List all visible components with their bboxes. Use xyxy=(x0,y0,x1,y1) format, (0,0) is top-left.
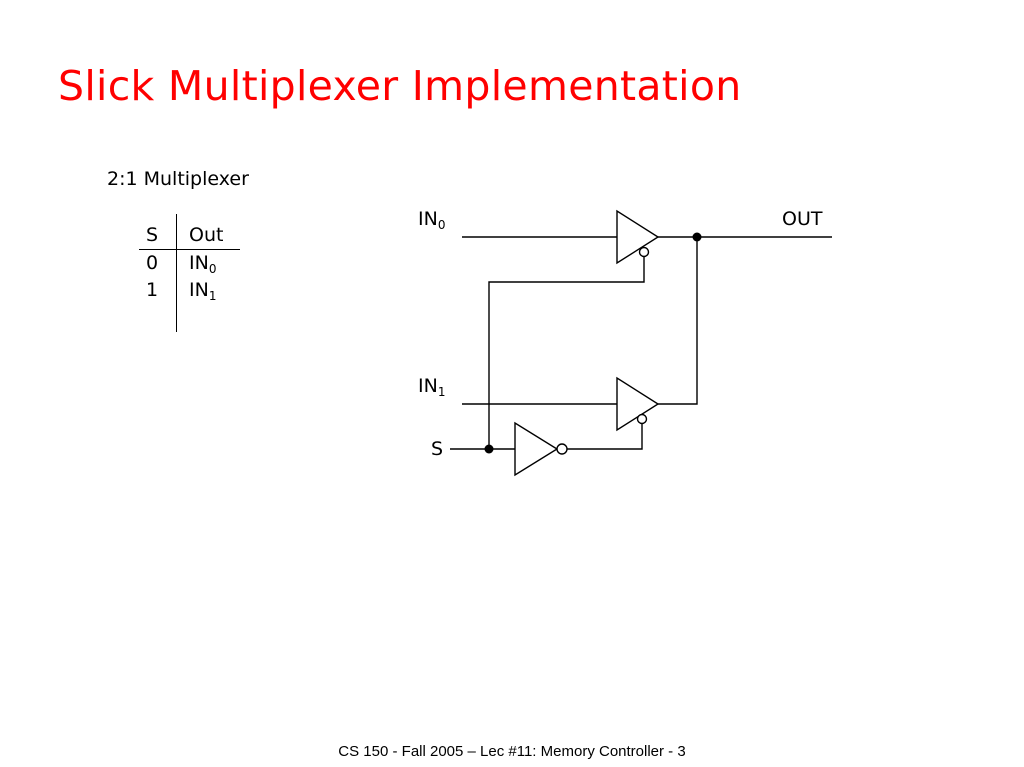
truth-table-row-1-s: 1 xyxy=(146,279,159,301)
in1-label: IN1 xyxy=(418,375,445,399)
truth-table-row-1-out-text: IN xyxy=(189,279,209,301)
tristate-buffer-0-enable-bubble xyxy=(638,246,650,258)
truth-table-header-out: Out xyxy=(189,224,224,246)
slide-footer: CS 150 - Fall 2005 – Lec #11: Memory Con… xyxy=(338,743,686,760)
in1-label-subscript: 1 xyxy=(437,385,446,399)
truth-table-header-divider xyxy=(139,249,240,250)
select-wire-to-buffer-0 xyxy=(488,256,645,449)
inverter-output-bubble xyxy=(556,443,568,455)
truth-table-column-divider xyxy=(176,214,177,332)
tristate-buffer-0 xyxy=(616,209,660,265)
out-label: OUT xyxy=(782,208,823,230)
table-heading: 2:1 Multiplexer xyxy=(107,168,249,190)
truth-table-row-0-out-subscript: 0 xyxy=(208,262,217,276)
truth-table-row-0-s: 0 xyxy=(146,252,159,274)
output-junction-dot xyxy=(692,232,702,242)
truth-table-row-1-out: IN1 xyxy=(189,279,216,303)
truth-table-row-1-out-subscript: 1 xyxy=(208,289,217,303)
in0-label-subscript: 0 xyxy=(437,218,446,232)
buffer-1-output-wire xyxy=(658,237,698,405)
in0-label: IN0 xyxy=(418,208,445,232)
truth-table-row-0-out-text: IN xyxy=(189,252,209,274)
truth-table-header-s: S xyxy=(146,224,159,246)
in0-label-text: IN xyxy=(418,208,438,230)
tristate-buffer-1 xyxy=(616,376,660,432)
inverter xyxy=(514,421,559,477)
select-junction-dot xyxy=(484,444,494,454)
tristate-buffer-1-enable-bubble xyxy=(636,413,648,425)
s-label: S xyxy=(431,438,444,460)
truth-table-row-0-out: IN0 xyxy=(189,252,216,276)
in1-label-text: IN xyxy=(418,375,438,397)
inverter-to-buffer-1-wire xyxy=(567,423,643,450)
slide-title: Slick Multiplexer Implementation xyxy=(58,62,742,110)
